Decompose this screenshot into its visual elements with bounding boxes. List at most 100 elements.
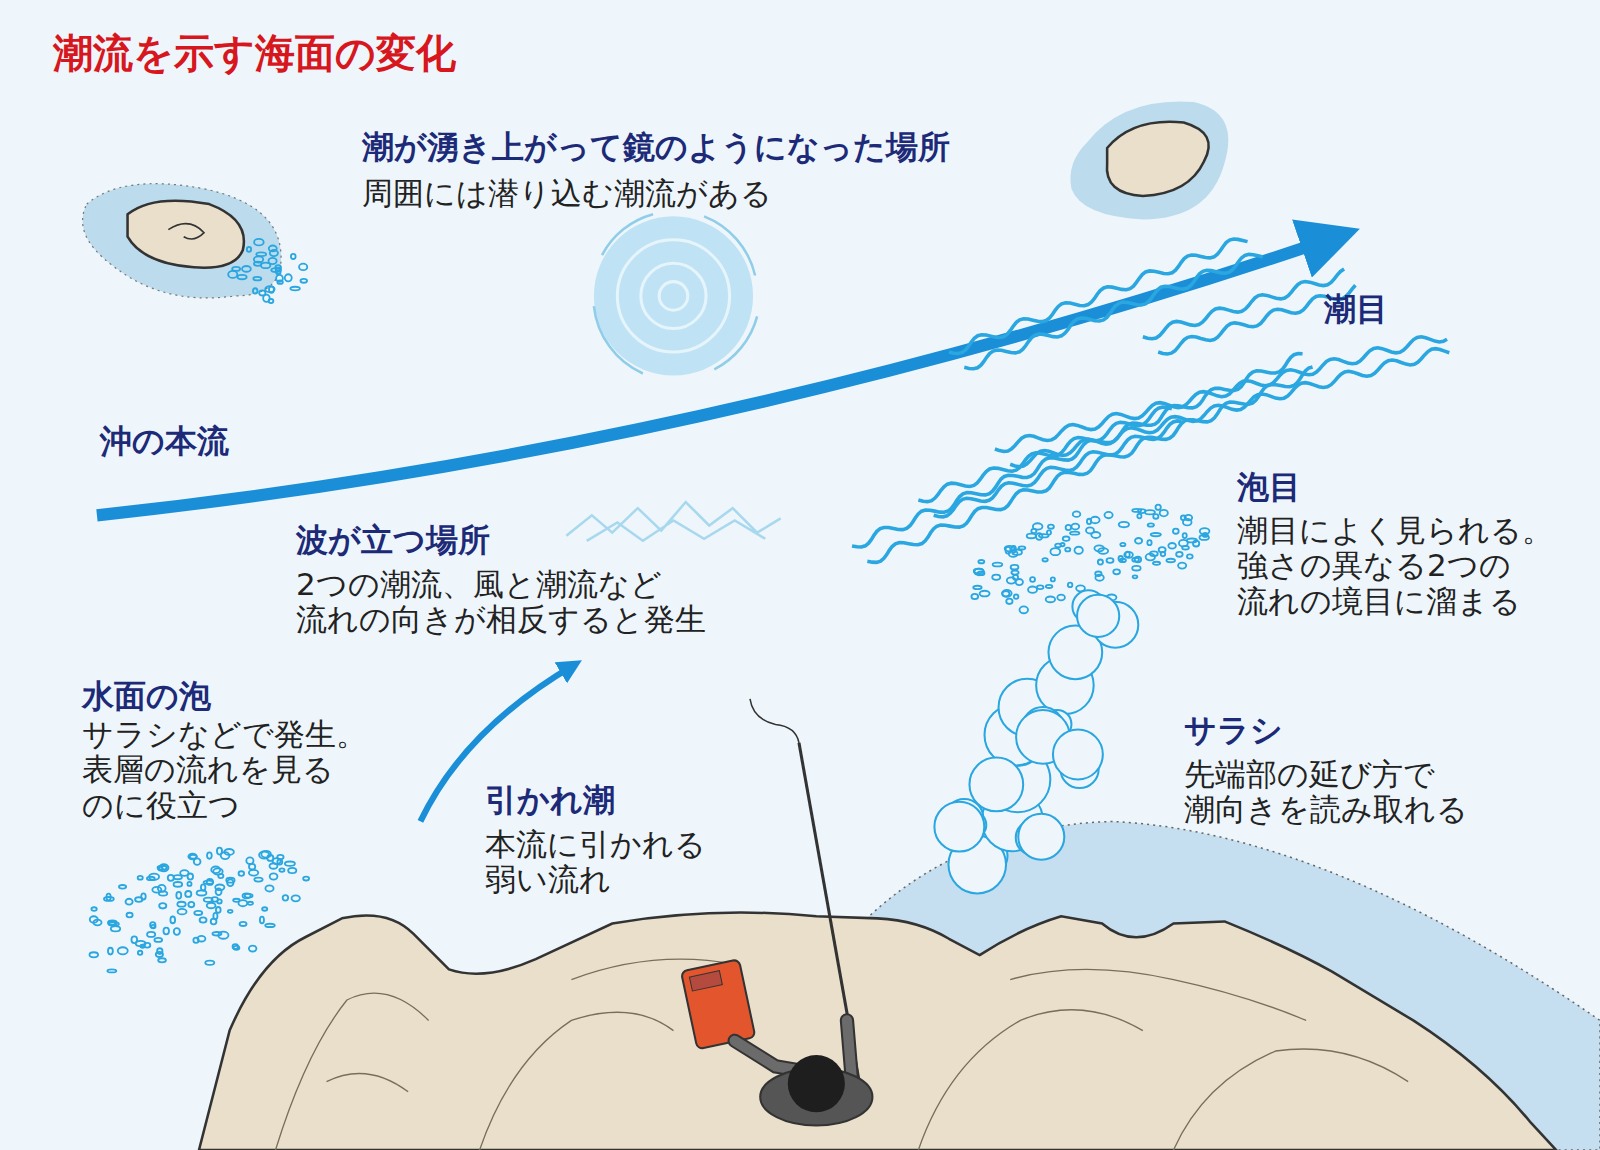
island-contour [168, 224, 204, 239]
foam-dot [109, 922, 119, 925]
foam-dot [1178, 563, 1186, 569]
foam-dot [265, 924, 275, 927]
foam-dot [1073, 511, 1081, 517]
foam-dot [1159, 547, 1166, 552]
foam-dot [188, 854, 196, 860]
foam-dot [226, 878, 234, 883]
foam-dot [197, 936, 205, 942]
foam-dot [177, 902, 185, 907]
foam-dot [211, 867, 220, 874]
foam-dot [291, 254, 296, 259]
foam-dot [194, 911, 202, 915]
foam-dot [1051, 577, 1055, 581]
foam-dot [158, 958, 166, 962]
foam-dot [91, 907, 96, 911]
foam-dot [270, 873, 278, 879]
foam-dot [141, 945, 145, 948]
foam-dot [980, 591, 990, 597]
foam-dot [1095, 572, 1101, 576]
foam-dot [212, 932, 221, 935]
foam-dot [1068, 583, 1072, 587]
foam-dot [973, 586, 981, 589]
rock-shore [199, 913, 1556, 1150]
foam-dot [1057, 595, 1065, 601]
foam-dot [253, 288, 257, 293]
foam-dot [299, 264, 307, 271]
foam-dot [104, 897, 114, 901]
foam-dot [253, 277, 261, 280]
wave-line [964, 254, 1263, 368]
foam-dot [1107, 558, 1114, 563]
foam-dot [197, 890, 207, 895]
callout-text: サラシなどで発生。 表層の流れを見る のに役立つ [82, 717, 367, 823]
foam-dot [157, 948, 162, 954]
foam-dot [185, 891, 191, 897]
callout-text: 先端部の延び方で 潮向きを読み取れる [1184, 757, 1468, 828]
foam-dot [159, 891, 167, 895]
foam-dot [1176, 552, 1183, 557]
foam-dot [269, 246, 277, 252]
foam-dot [1145, 510, 1155, 514]
foam-dot [1011, 565, 1019, 570]
foam-dot [1151, 533, 1161, 536]
wave-line [934, 421, 1182, 517]
fishing-rod [799, 743, 859, 1082]
mirror-rim [594, 214, 757, 373]
foam-dot [263, 295, 270, 302]
foam-dot [1133, 575, 1138, 578]
foam-dot [232, 267, 240, 271]
callout-text: 潮目によく見られる。 強さの異なる2つの 流れの境目に溜まる [1237, 513, 1553, 619]
foam-dot [246, 857, 253, 864]
foam-dot [1098, 559, 1103, 564]
foam-dot [207, 852, 212, 858]
foam-dot [254, 256, 263, 262]
foam-dot [111, 926, 120, 931]
foam-dot [254, 239, 264, 246]
callout-heading: サラシ [1184, 712, 1283, 748]
foam-dot [174, 875, 182, 879]
foam-dot [174, 882, 183, 887]
foam-dot [89, 952, 98, 957]
foam-dot [1074, 547, 1082, 554]
foam-dot [205, 961, 214, 965]
diagram-title: 潮流を示す海面の変化 [53, 31, 456, 77]
foam-dot [221, 852, 230, 859]
foam-dot [262, 907, 267, 910]
foam-dot [1153, 562, 1160, 565]
foam-dot [1039, 534, 1049, 537]
foam-dot [239, 871, 245, 876]
foam-dot [247, 247, 251, 252]
foam-dot [147, 932, 155, 937]
foam-dot [215, 884, 224, 890]
foam-dot [108, 948, 113, 955]
foam-dot [1006, 599, 1012, 604]
foam-dot [240, 922, 247, 926]
foam-dot [1019, 546, 1026, 549]
foam-dot [1183, 533, 1187, 538]
foam-dot [290, 287, 299, 291]
foam-dot [1061, 543, 1065, 546]
foam-dot [1071, 524, 1079, 530]
foam-dot [127, 913, 133, 918]
mirror-strokes [617, 240, 729, 352]
foam-dot [254, 878, 262, 882]
foam-dot [1153, 514, 1158, 519]
callout-text: 2つの潮流、風と潮流など 流れの向きが相反すると発生 [296, 567, 706, 638]
foam-dot [237, 275, 246, 279]
foam-dot [1147, 540, 1151, 545]
foam-dot [1065, 548, 1070, 552]
foam-dot [154, 938, 162, 942]
choppy-waves [566, 502, 780, 541]
foam-dot [260, 917, 264, 924]
foam-dot [249, 870, 258, 876]
foam-dot [993, 563, 1003, 567]
foam-dot [267, 855, 273, 861]
foam-dot [131, 936, 137, 943]
foam-dot [158, 866, 167, 870]
island-halo [83, 184, 282, 298]
wave-line [1010, 349, 1449, 467]
foam-dot [1124, 552, 1133, 558]
foam-dot [1113, 569, 1120, 574]
foam-dot [1132, 566, 1140, 571]
